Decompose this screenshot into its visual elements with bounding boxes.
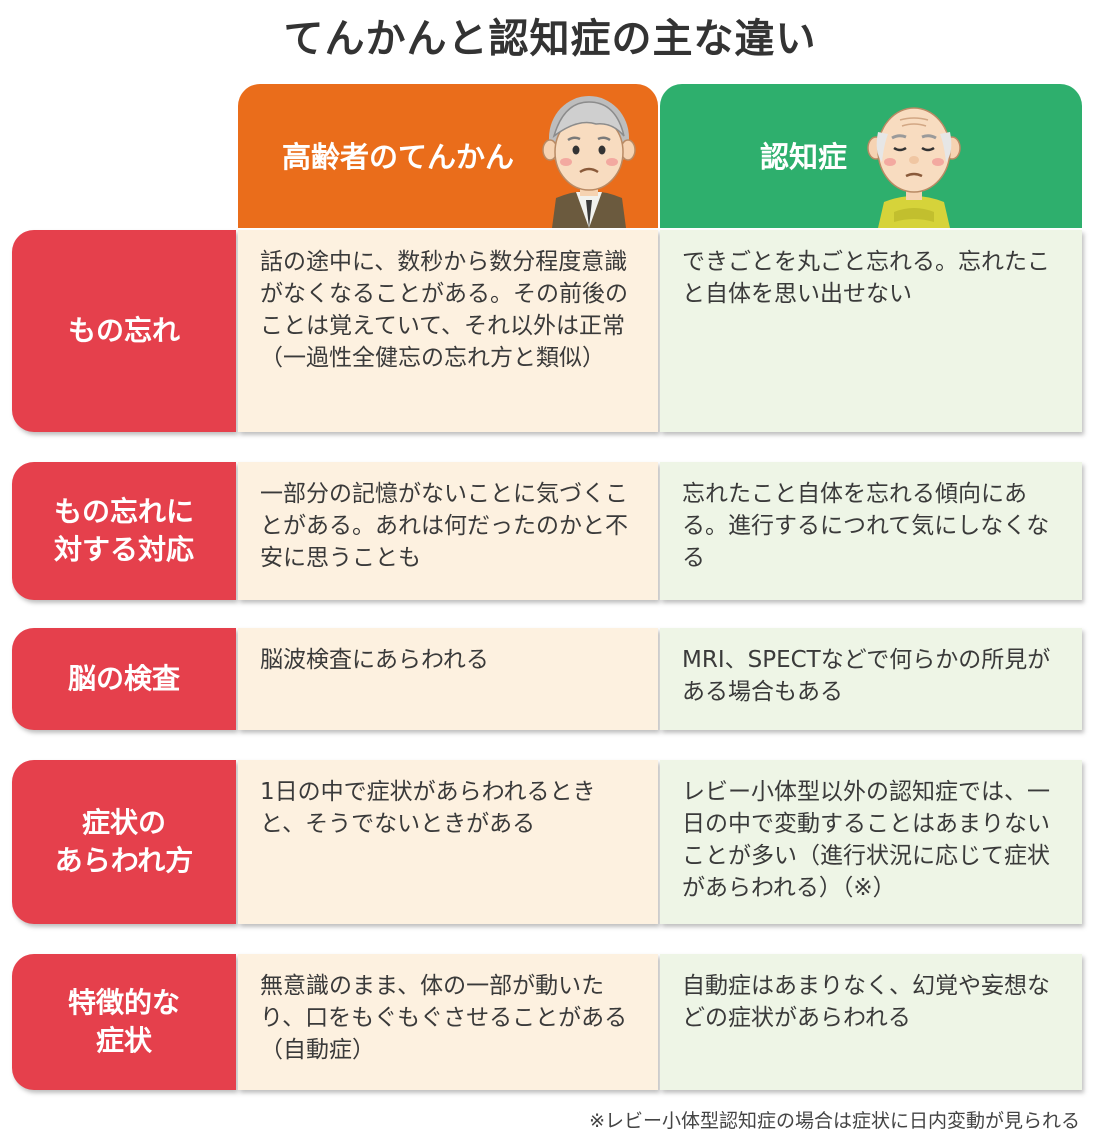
epilepsy-cell: 1日の中で症状があらわれるときと、そうでないときがある [238, 760, 658, 924]
table-row: 脳の検査 脳波検査にあらわれる MRI、SPECTなどで何らかの所見がある場合も… [12, 628, 1082, 730]
dementia-cell: MRI、SPECTなどで何らかの所見がある場合もある [660, 628, 1082, 730]
epilepsy-cell: 脳波検査にあらわれる [238, 628, 658, 730]
dementia-cell: できごとを丸ごと忘れる。忘れたこと自体を思い出せない [660, 230, 1082, 432]
page-title: てんかんと認知症の主な違い [283, 16, 817, 62]
table-row: もの忘れに 対する対応 一部分の記憶がないことに気づくことがある。あれは何だった… [12, 462, 1082, 600]
column-header-dementia: 認知症 [660, 84, 1082, 228]
epilepsy-cell: 一部分の記憶がないことに気づくことがある。あれは何だったのかと不安に思うことも [238, 462, 658, 600]
row-label: もの忘れに 対する対応 [12, 462, 236, 600]
column-header-label: 認知症 [760, 140, 848, 174]
elderly-man-eyes-closed-icon [867, 107, 961, 228]
table-row: 症状の あらわれ方 1日の中で症状があらわれるときと、そうでないときがある レビ… [12, 760, 1082, 924]
dementia-cell: 自動症はあまりなく、幻覚や妄想などの症状があらわれる [660, 954, 1082, 1090]
elderly-man-worried-icon [542, 96, 636, 228]
dementia-cell: レビー小体型以外の認知症では、一日の中で変動することはあまりないことが多い（進行… [660, 760, 1082, 924]
row-label: 特徴的な 症状 [12, 954, 236, 1090]
row-label: 症状の あらわれ方 [12, 760, 236, 924]
row-label: もの忘れ [12, 230, 236, 432]
footnote: ※レビー小体型認知症の場合は症状に日内変動が見られる [589, 1110, 1080, 1132]
dementia-cell: 忘れたこと自体を忘れる傾向にある。進行するにつれて気にしなくなる [660, 462, 1082, 600]
table-row: 特徴的な 症状 無意識のまま、体の一部が動いたり、口をもぐもぐさせることがある（… [12, 954, 1082, 1090]
row-label: 脳の検査 [12, 628, 236, 730]
column-header-label: 高齢者のてんかん [282, 140, 515, 174]
table-row: もの忘れ 話の途中に、数秒から数分程度意識がなくなることがある。その前後のことは… [12, 230, 1082, 432]
column-header-epilepsy: 高齢者のてんかん [238, 84, 658, 228]
epilepsy-cell: 無意識のまま、体の一部が動いたり、口をもぐもぐさせることがある（自動症） [238, 954, 658, 1090]
epilepsy-cell: 話の途中に、数秒から数分程度意識がなくなることがある。その前後のことは覚えていて… [238, 230, 658, 432]
